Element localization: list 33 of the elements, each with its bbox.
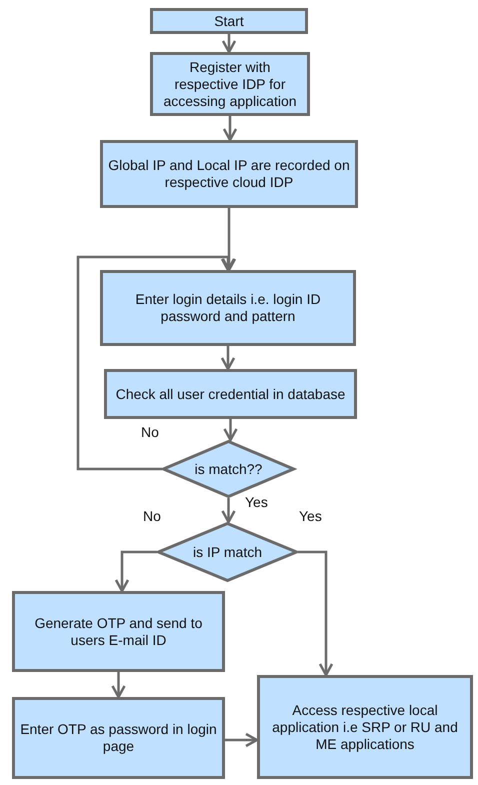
start-box (150, 8, 308, 34)
arrow (223, 419, 238, 442)
process-box (104, 369, 357, 419)
node-label: Access respective local application i.e SRP or RU and ME applications (271, 702, 459, 752)
node-label: Enter OTP as password in login page (19, 721, 218, 755)
arrow (298, 550, 334, 676)
arrow (222, 34, 236, 54)
edge-label: No (142, 508, 162, 524)
arrow (76, 256, 236, 470)
edge-label: Yes (298, 508, 323, 524)
arrow (225, 732, 258, 748)
node-label: is match?? (194, 460, 262, 478)
arrow (220, 346, 236, 370)
process-box (100, 140, 358, 208)
arrow (222, 208, 236, 272)
process-box (257, 675, 473, 779)
node-label: Register with respective IDP for accessing application (162, 58, 298, 110)
process-box (12, 697, 225, 779)
arrow (114, 550, 157, 592)
arrow (222, 116, 238, 142)
arrow (111, 672, 126, 698)
edge-label: Yes (244, 494, 269, 510)
node-label: Check all user credential in database (116, 386, 346, 402)
node-label: Start (214, 12, 244, 30)
process-box (100, 270, 356, 346)
node-label: Global IP and Local IP are recorded on respective cloud IDP (107, 157, 351, 191)
node-label: Generate OTP and send to users E-mail ID (34, 614, 204, 648)
node-label: Enter login details i.e. login ID password and pattern (134, 291, 322, 325)
process-box (150, 52, 310, 116)
process-box (12, 591, 225, 672)
node-label: is IP match (193, 544, 262, 560)
arrow (221, 498, 236, 524)
edge-label: No (140, 424, 160, 440)
